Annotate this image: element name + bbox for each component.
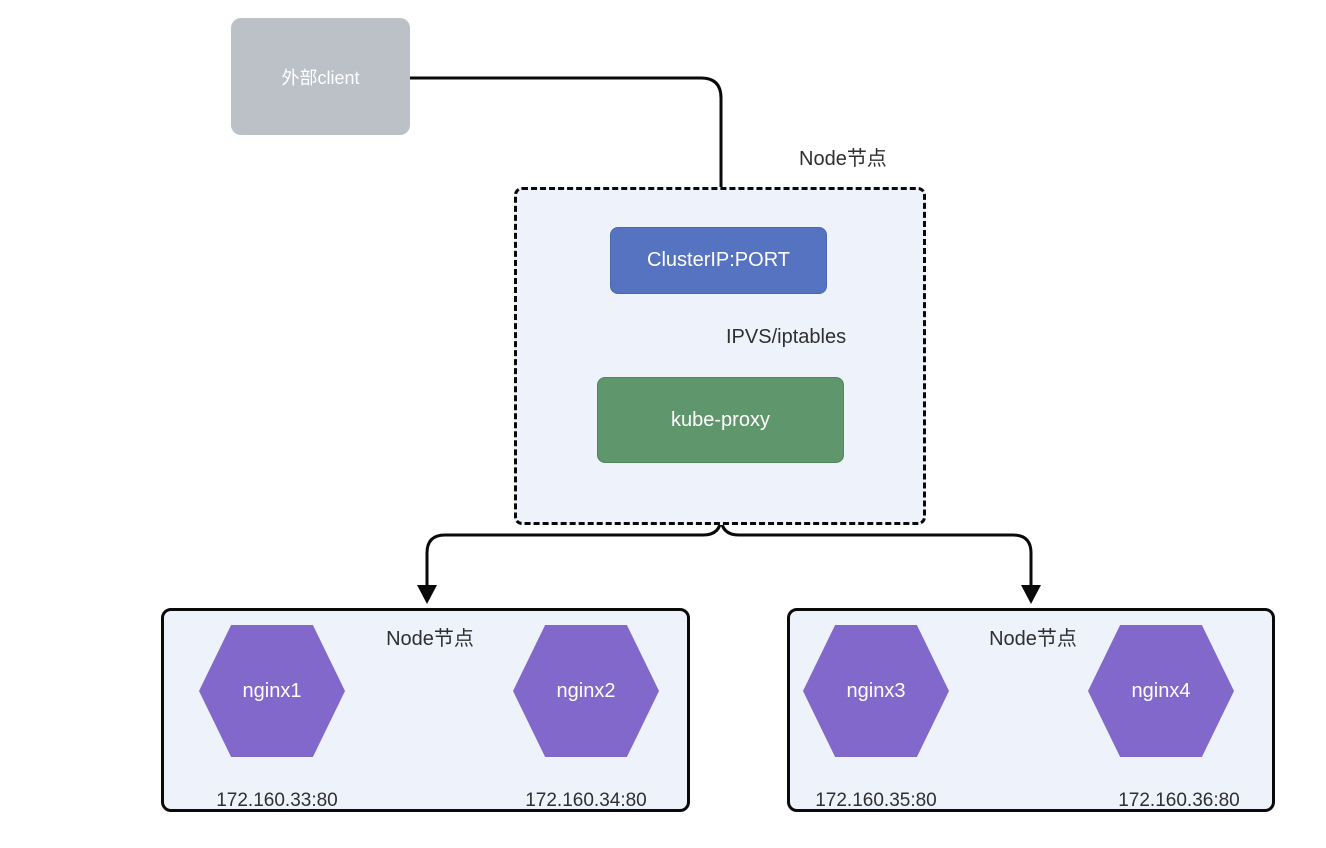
ipvs-edge-label: IPVS/iptables (726, 326, 847, 348)
pod-label: nginx2 (556, 679, 616, 702)
pod-hexagon-nginx3: nginx3 (803, 625, 949, 757)
arrowhead-down-icon (1021, 585, 1041, 604)
pod-label: nginx3 (846, 679, 906, 702)
kube-proxy-label: kube-proxy (671, 408, 770, 431)
pod-label: nginx4 (1131, 679, 1191, 702)
pod-label: nginx1 (242, 679, 302, 702)
worker-node-left-label: Node节点 (386, 628, 474, 650)
pod-hexagon-nginx4: nginx4 (1088, 625, 1234, 757)
kube-proxy-node: kube-proxy (597, 377, 844, 463)
clusterip-node: ClusterIP:PORT (610, 227, 827, 294)
external-client-label: 外部client (281, 67, 360, 88)
pod-ip-nginx4: 172.160.36:80 (1118, 790, 1240, 811)
pod-hexagon-nginx1: nginx1 (199, 625, 345, 757)
node-area-label: Node节点 (799, 148, 887, 170)
clusterip-label: ClusterIP:PORT (647, 249, 790, 271)
pod-hexagon-nginx2: nginx2 (513, 625, 659, 757)
worker-node-right-label: Node节点 (989, 628, 1077, 650)
pod-ip-nginx2: 172.160.34:80 (525, 790, 647, 811)
arrowhead-down-icon (417, 585, 437, 604)
external-client-node: 外部client (231, 18, 410, 135)
pod-ip-nginx3: 172.160.35:80 (815, 790, 937, 811)
pod-ip-nginx1: 172.160.33:80 (216, 790, 338, 811)
